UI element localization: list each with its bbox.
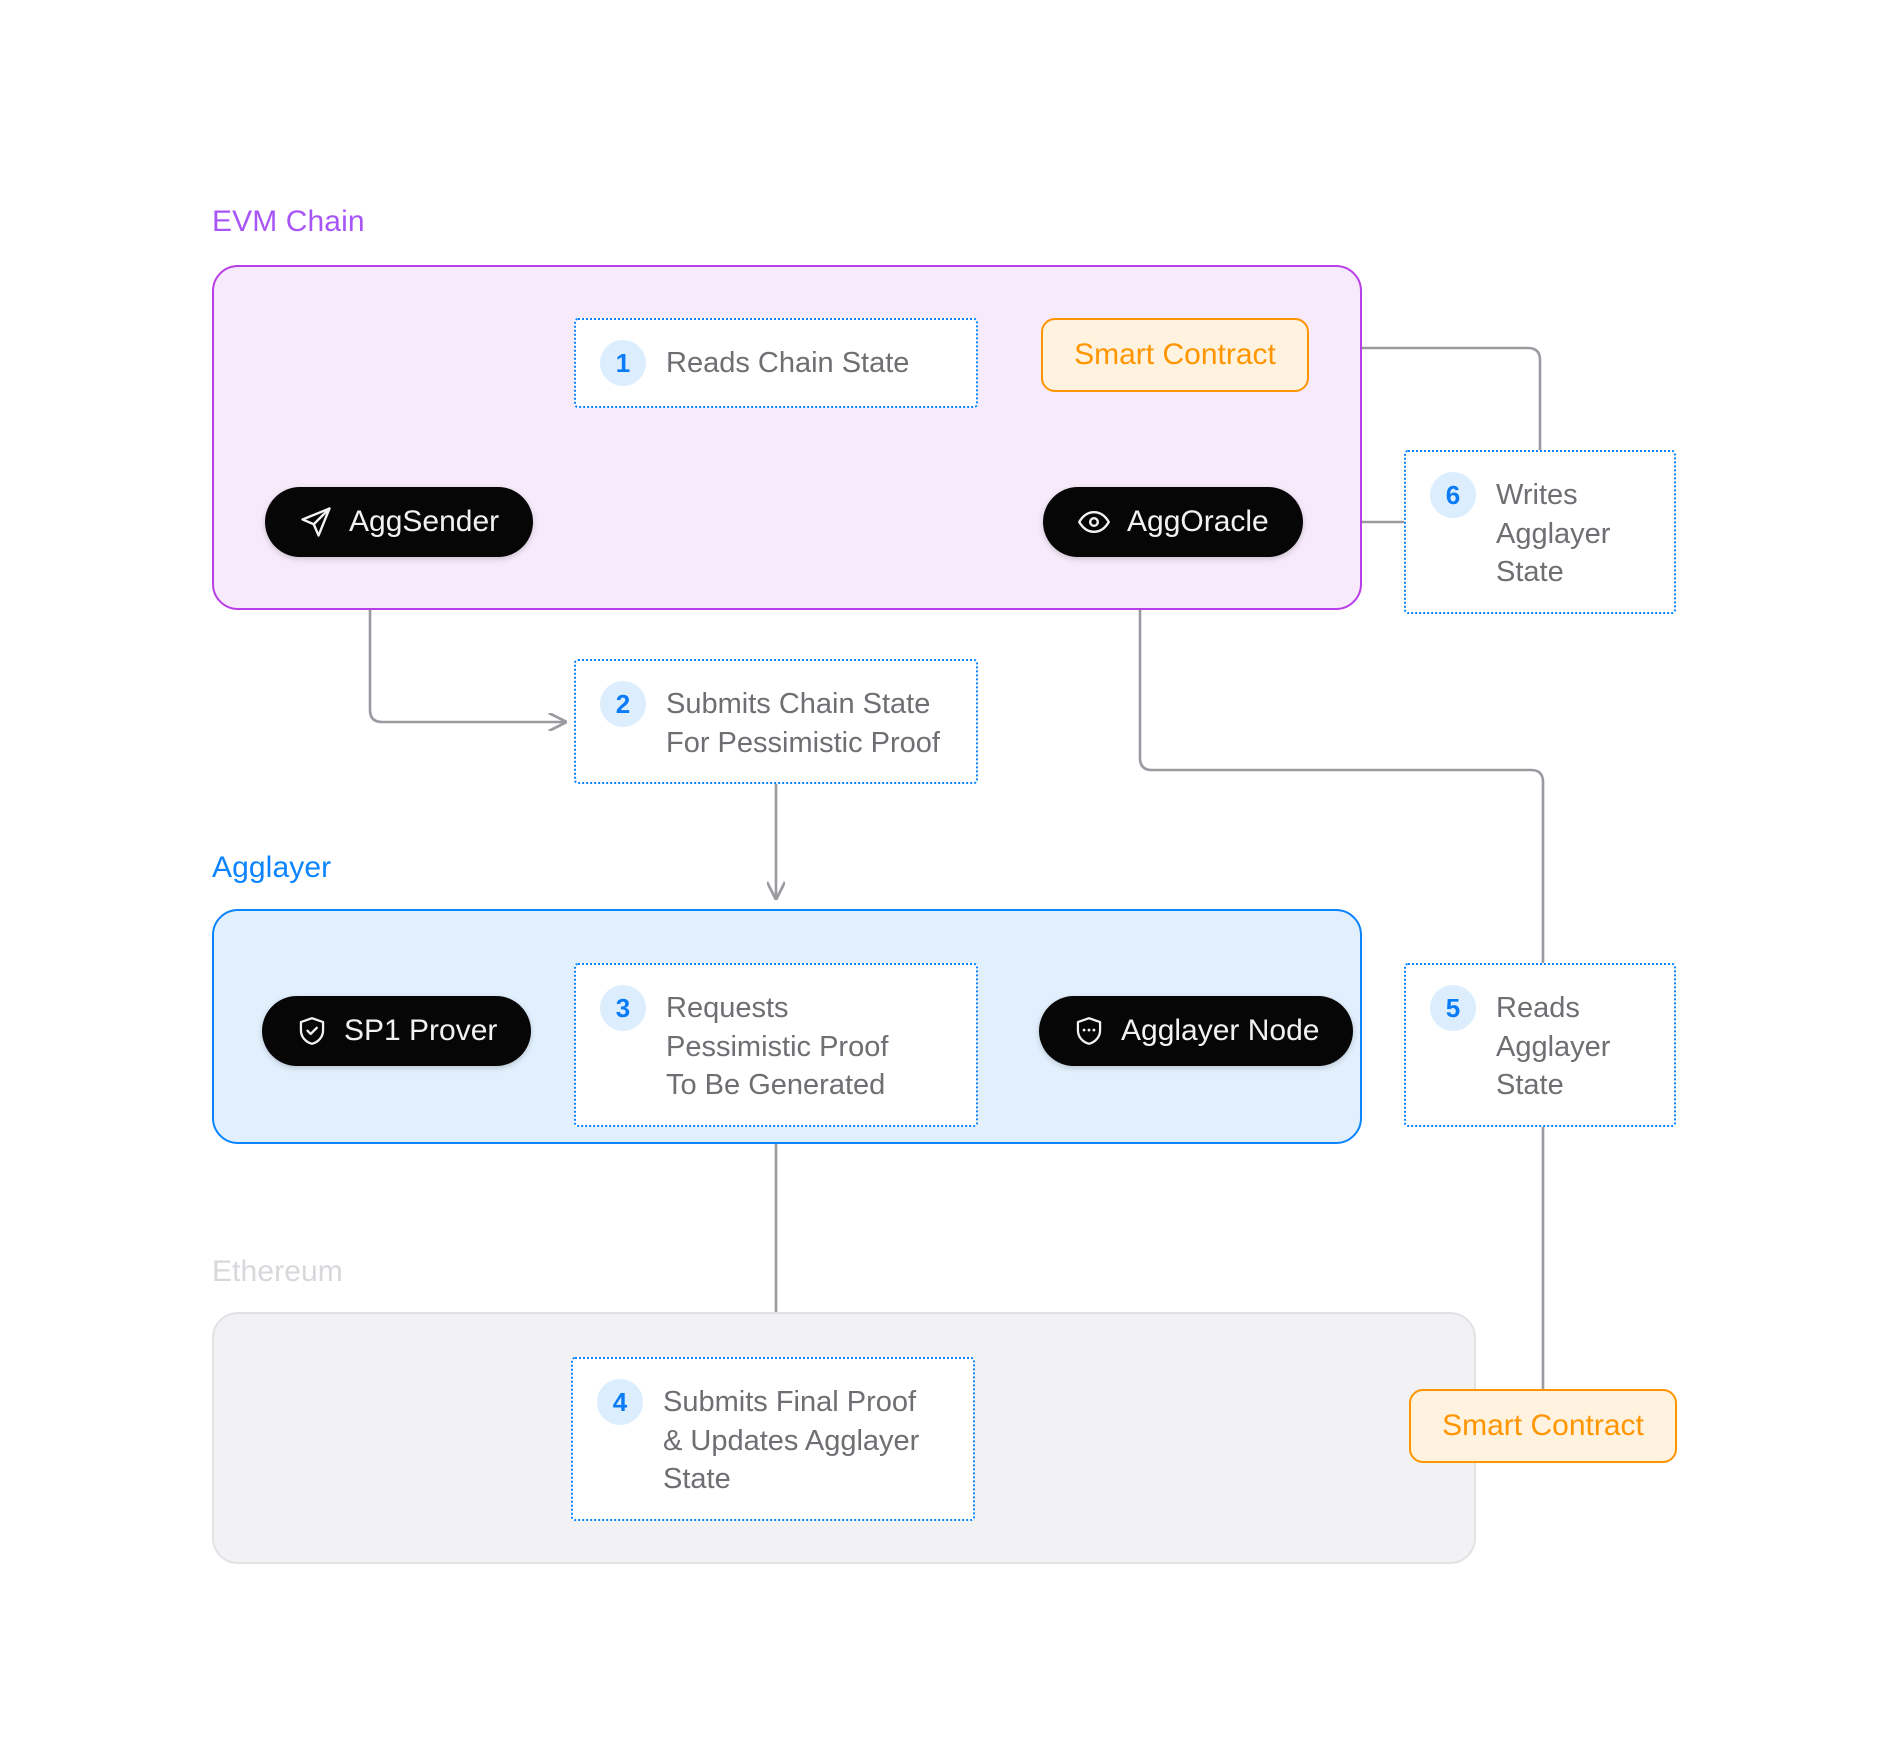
send-icon [299, 505, 333, 539]
zone-evm-chain [212, 265, 1362, 610]
group-label-evm-chain: EVM Chain [212, 205, 365, 238]
smart-contract-ethereum[interactable]: Smart Contract [1409, 1389, 1677, 1463]
smart-contract-evm[interactable]: Smart Contract [1041, 318, 1309, 392]
step-label: Submits Final Proof & Updates Agglayer S… [663, 1386, 920, 1496]
node-aggsender[interactable]: AggSender [265, 487, 534, 557]
step-badge: 1 [600, 340, 646, 386]
node-label: SP1 Prover [344, 1014, 498, 1047]
shield-check-icon [296, 1015, 328, 1047]
step-box-4[interactable]: 4 Submits Final Proof & Updates Agglayer… [571, 1357, 975, 1521]
step-badge: 4 [597, 1379, 643, 1425]
group-label-ethereum: Ethereum [212, 1255, 343, 1288]
step-box-6[interactable]: 6 Writes Agglayer State [1404, 450, 1676, 614]
node-aggoracle[interactable]: AggOracle [1043, 487, 1303, 557]
eye-icon [1077, 505, 1111, 539]
contract-label: Smart Contract [1442, 1409, 1644, 1442]
group-label-agglayer: Agglayer [212, 851, 332, 884]
step-label: Submits Chain State For Pessimistic Proo… [666, 688, 940, 759]
shield-dots-icon [1073, 1015, 1105, 1047]
node-sp1-prover[interactable]: SP1 Prover [262, 996, 532, 1066]
step-label: Reads Chain State [666, 346, 910, 379]
step-badge: 3 [600, 985, 646, 1031]
contract-label: Smart Contract [1074, 338, 1276, 371]
step-label: Writes Agglayer State [1496, 479, 1611, 589]
step-badge: 5 [1430, 985, 1476, 1031]
step-badge: 6 [1430, 472, 1476, 518]
step-box-3[interactable]: 3 Requests Pessimistic Proof To Be Gener… [574, 963, 978, 1127]
step-box-1[interactable]: 1 Reads Chain State [574, 318, 978, 408]
step-label: Reads Agglayer State [1496, 992, 1611, 1102]
node-label: Agglayer Node [1121, 1014, 1320, 1047]
step-label: Requests Pessimistic Proof To Be Generat… [666, 992, 889, 1102]
node-label: AggOracle [1127, 505, 1269, 538]
node-agglayer-node[interactable]: Agglayer Node [1039, 996, 1354, 1066]
step-box-2[interactable]: 2 Submits Chain State For Pessimistic Pr… [574, 659, 978, 785]
step-badge: 2 [600, 681, 646, 727]
node-label: AggSender [349, 505, 500, 538]
step-box-5[interactable]: 5 Reads Agglayer State [1404, 963, 1676, 1127]
